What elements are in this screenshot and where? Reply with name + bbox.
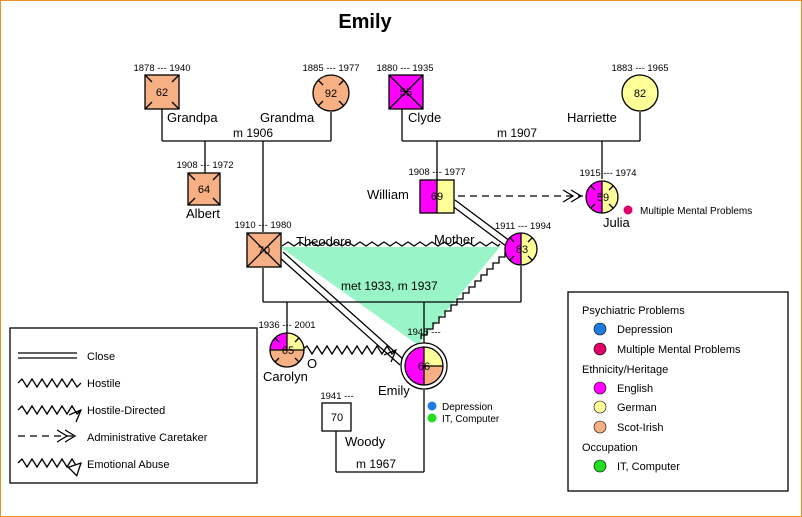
legend-multiple-mental-swatch bbox=[593, 342, 607, 356]
legend-caretaker-label: Administrative Caretaker bbox=[87, 432, 208, 444]
marriage-label-parents: met 1933, m 1937 bbox=[341, 279, 438, 293]
emily-symbol[interactable]: 66 bbox=[400, 342, 448, 390]
legend-scot-irish-label: Scot-Irish bbox=[617, 422, 663, 434]
grandpa-symbol[interactable]: 62 bbox=[144, 74, 180, 110]
legend-scot-irish-swatch bbox=[593, 420, 607, 434]
legend-occupation-heading: Occupation bbox=[582, 442, 638, 454]
theodore-symbol[interactable]: 70 bbox=[246, 232, 282, 268]
julia-symbol[interactable]: 59 bbox=[585, 180, 619, 214]
marriage-label-clyde-harriette: m 1907 bbox=[497, 126, 537, 140]
william-age: 69 bbox=[431, 191, 443, 203]
legend-psychiatric-heading: Psychiatric Problems bbox=[582, 305, 685, 317]
julia-age: 59 bbox=[597, 192, 609, 204]
albert-years: 1908 --- 1972 bbox=[176, 160, 233, 171]
mother-years: 1911 --- 1994 bbox=[495, 221, 551, 232]
harriette-symbol[interactable]: 82 bbox=[621, 74, 659, 112]
family-lines bbox=[161, 109, 641, 473]
carolyn-marker: O bbox=[307, 356, 317, 371]
theodore-age: 70 bbox=[258, 245, 270, 257]
julia-mental-problems-dot bbox=[623, 205, 633, 215]
legend-hostile-label: Hostile bbox=[87, 378, 121, 390]
harriette-age: 82 bbox=[634, 88, 646, 100]
legend-german-label: German bbox=[617, 402, 657, 414]
clyde-years: 1880 --- 1935 bbox=[376, 63, 433, 74]
conflict-steps-right bbox=[420, 251, 506, 339]
marriage-label-emily-woody: m 1967 bbox=[356, 457, 396, 471]
woody-symbol[interactable]: 70 bbox=[321, 402, 352, 432]
carolyn-name: Carolyn bbox=[263, 369, 308, 384]
legend-english-label: English bbox=[617, 383, 653, 395]
hostile-line-icon bbox=[17, 377, 82, 389]
relationship-legend: Close Hostile Hostile-Directed Administr… bbox=[9, 327, 258, 484]
grandpa-years: 1878 --- 1940 bbox=[133, 63, 190, 74]
carolyn-years: 1936 --- 2001 bbox=[258, 320, 315, 331]
grandma-years: 1885 --- 1977 bbox=[302, 63, 359, 74]
legend-it-computer-label: IT, Computer bbox=[617, 461, 680, 473]
william-symbol[interactable]: 69 bbox=[419, 179, 455, 214]
julia-annotation: Multiple Mental Problems bbox=[640, 206, 752, 217]
emily-age: 66 bbox=[418, 361, 430, 373]
close-line-icon bbox=[18, 352, 77, 359]
emotional-abuse-line-icon bbox=[17, 457, 81, 467]
grandpa-name: Grandpa bbox=[167, 110, 218, 125]
emily-depression-label: Depression bbox=[442, 402, 493, 413]
grandma-symbol[interactable]: 92 bbox=[312, 74, 350, 112]
albert-age: 64 bbox=[198, 184, 210, 196]
legend-emotional-abuse-label: Emotional Abuse bbox=[87, 459, 170, 471]
william-years: 1908 --- 1977 bbox=[408, 167, 465, 178]
marriage-label-grandparents: m 1906 bbox=[233, 126, 273, 140]
close-line-theodore-emily bbox=[278, 251, 405, 366]
william-name: William bbox=[367, 187, 409, 202]
legend-german-swatch bbox=[593, 400, 607, 414]
clyde-age: 55 bbox=[400, 87, 412, 99]
harriette-years: 1883 --- 1965 bbox=[611, 63, 668, 74]
emily-name: Emily bbox=[378, 383, 410, 398]
page-title: Emily bbox=[338, 11, 392, 33]
hostile-directed-line-carolyn-emily bbox=[301, 344, 396, 354]
conflict-zigzag-top bbox=[281, 241, 501, 247]
legend-depression-label: Depression bbox=[617, 324, 673, 336]
legend-ethnicity-heading: Ethnicity/Heritage bbox=[582, 364, 668, 376]
legend-multiple-mental-label: Multiple Mental Problems bbox=[617, 344, 741, 356]
grandma-name: Grandma bbox=[260, 110, 315, 125]
hostile-directed-line-icon bbox=[17, 404, 81, 414]
attributes-legend: Psychiatric Problems Depression Multiple… bbox=[567, 291, 789, 492]
legend-hostile-directed-label: Hostile-Directed bbox=[87, 405, 165, 417]
legend-close-label: Close bbox=[87, 351, 115, 363]
carolyn-symbol[interactable]: 65 bbox=[269, 332, 305, 368]
woody-years: 1941 --- bbox=[320, 391, 353, 402]
clyde-symbol[interactable]: 55 bbox=[388, 74, 424, 110]
julia-name: Julia bbox=[603, 215, 631, 230]
legend-depression-swatch bbox=[593, 322, 607, 336]
albert-name: Albert bbox=[186, 206, 220, 221]
woody-age: 70 bbox=[331, 412, 343, 424]
emily-depression-dot bbox=[427, 401, 437, 411]
mother-name: Mother bbox=[434, 232, 475, 247]
grandma-age: 92 bbox=[325, 88, 337, 100]
mother-age: 83 bbox=[516, 244, 528, 256]
julia-years: 1915 --- 1974 bbox=[579, 168, 636, 179]
emily-occupation-label: IT, Computer bbox=[442, 414, 500, 425]
theodore-name: Theodore bbox=[296, 234, 352, 249]
legend-english-swatch bbox=[593, 381, 607, 395]
albert-symbol[interactable]: 64 bbox=[187, 172, 221, 206]
harriette-name: Harriette bbox=[567, 110, 617, 125]
theodore-years: 1910 --- 1980 bbox=[234, 220, 291, 231]
grandpa-age: 62 bbox=[156, 87, 168, 99]
clyde-name: Clyde bbox=[408, 110, 441, 125]
emily-occupation-dot bbox=[427, 413, 437, 423]
close-line-william-mother bbox=[450, 199, 511, 247]
legend-it-computer-swatch bbox=[593, 459, 607, 473]
conflict-zone bbox=[280, 247, 500, 345]
woody-name: Woody bbox=[345, 434, 386, 449]
mother-symbol[interactable]: 83 bbox=[504, 232, 538, 266]
carolyn-age: 65 bbox=[282, 345, 294, 357]
emily-years: 1945 --- bbox=[407, 327, 440, 338]
